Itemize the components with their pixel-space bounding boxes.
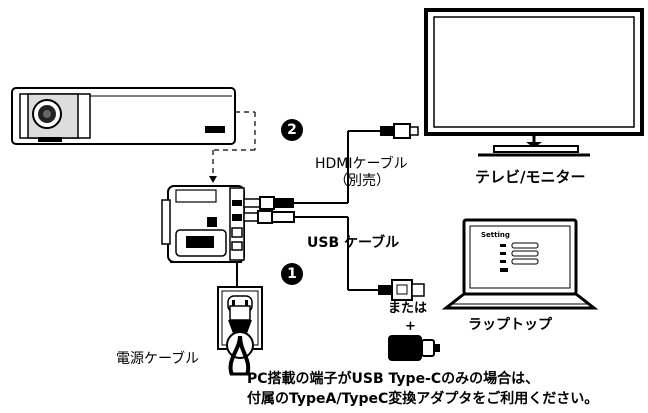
usb-cable-label: USB ケーブル — [307, 235, 400, 251]
projector-link-dashed — [209, 111, 256, 183]
usb-connector-icon — [378, 279, 425, 301]
hdmi-cable — [243, 130, 380, 210]
base-unit-icon — [161, 185, 245, 263]
note-line-1: PC搭載の端子がUSB Type-Cのみの場合は、 — [247, 371, 540, 387]
power-plug-icon — [226, 305, 254, 376]
step-2-badge: 2 — [281, 119, 303, 141]
power-cable-label: 電源ケーブル — [116, 351, 200, 367]
projector-icon — [11, 87, 236, 145]
note-line-2: 付属のTypeA/TypeC変換アダプタをご利用ください。 — [247, 391, 599, 407]
sold-separately-label: （別売） — [334, 173, 390, 189]
laptop-screen-title: Setting — [481, 231, 510, 239]
laptop-icon — [441, 218, 599, 310]
usb-cable — [243, 210, 378, 291]
plus-label: + — [405, 319, 416, 334]
step-1-badge: 1 — [281, 263, 303, 285]
typec-adapter-icon — [388, 335, 440, 361]
tv-monitor-icon — [424, 8, 644, 157]
tv-monitor-label: テレビ/モニター — [475, 168, 586, 186]
hdmi-connector-icon — [380, 123, 419, 139]
laptop-label: ラップトップ — [468, 317, 552, 333]
or-label: または — [388, 301, 428, 316]
hdmi-cable-label: HDMIケーブル — [315, 156, 408, 172]
